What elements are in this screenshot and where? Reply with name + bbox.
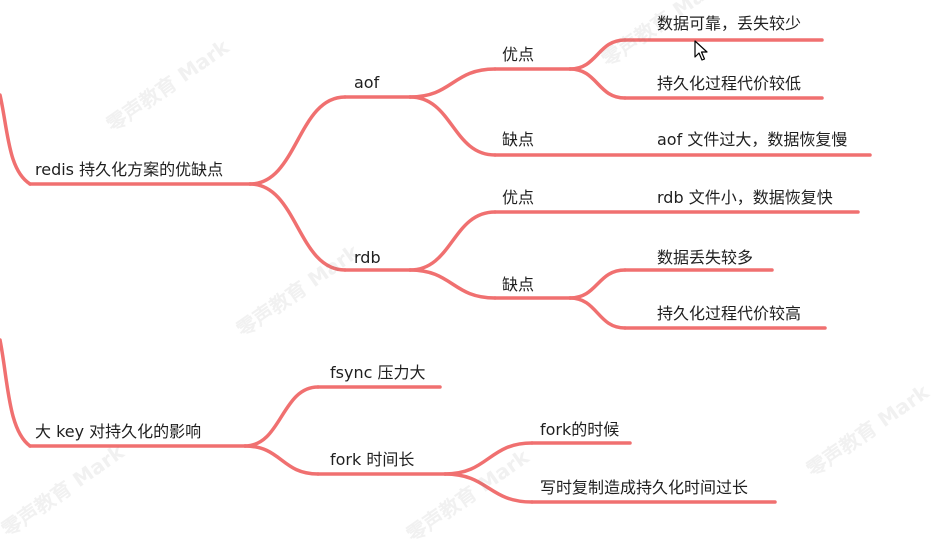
edge-fork-1	[443, 441, 534, 476]
node-aof-pros[interactable]: 优点	[502, 45, 535, 64]
edge-trunk-top	[0, 93, 32, 186]
node-bigkey-impact[interactable]: 大 key 对持久化的影响	[35, 422, 202, 441]
node-rdb-con-1[interactable]: 数据丢失较多	[657, 248, 754, 267]
node-aof-con-1[interactable]: aof 文件过大，数据恢复慢	[657, 130, 848, 149]
node-rdb-pros[interactable]: 优点	[502, 188, 535, 207]
node-redis-persistence[interactable]: redis 持久化方案的优缺点	[35, 160, 224, 179]
edge-rdb-con2	[568, 296, 627, 330]
node-aof[interactable]: aof	[354, 73, 380, 92]
node-fork-2[interactable]: 写时复制造成持久化时间过长	[540, 478, 749, 497]
node-rdb-pro-1[interactable]: rdb 文件小，数据恢复快	[657, 188, 833, 207]
node-aof-cons[interactable]: 缺点	[502, 130, 535, 149]
edge-aof-cons	[408, 95, 497, 157]
mindmap-canvas	[0, 38, 872, 504]
mindmap-edges	[0, 38, 872, 504]
node-rdb-cons[interactable]: 缺点	[502, 275, 535, 294]
node-rdb[interactable]: rdb	[354, 248, 381, 267]
edge-redis-aof	[248, 95, 347, 186]
edge-bigkey-fsync	[243, 385, 320, 448]
node-fork[interactable]: fork 时间长	[330, 450, 415, 469]
node-rdb-con-2[interactable]: 持久化过程代价较高	[657, 304, 802, 323]
edge-bigkey-fork	[243, 444, 320, 476]
edge-redis-rdb	[248, 182, 347, 272]
edge-aof-pro2	[568, 67, 627, 100]
node-fsync[interactable]: fsync 压力大	[330, 363, 426, 382]
node-aof-pro-2[interactable]: 持久化过程代价较低	[657, 74, 802, 93]
edge-rdb-pros	[408, 210, 497, 272]
node-fork-1[interactable]: fork的时候	[540, 420, 620, 439]
edge-rdb-cons	[408, 268, 497, 300]
edge-aof-pros	[408, 67, 497, 99]
mouse-cursor-icon	[694, 40, 708, 61]
edge-fork-2	[443, 472, 534, 504]
edge-rdb-con1	[568, 268, 627, 300]
node-aof-pro-1[interactable]: 数据可靠，丢失较少	[657, 14, 802, 33]
edge-trunk-bottom	[0, 338, 32, 448]
